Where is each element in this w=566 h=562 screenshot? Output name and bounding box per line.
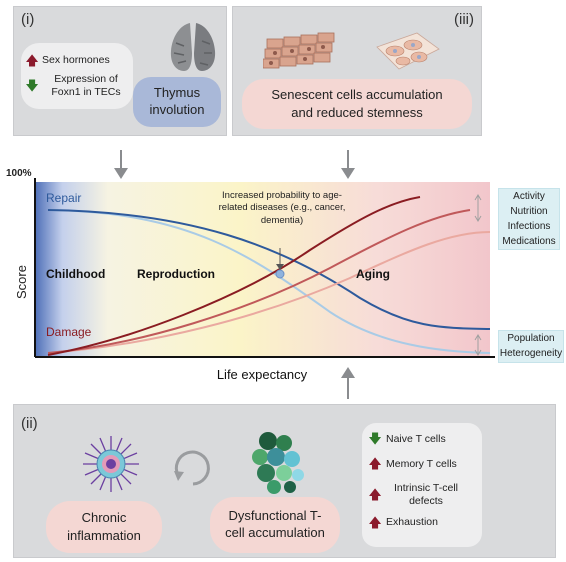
- arrow-up-icon: 🡅: [368, 486, 382, 502]
- arrow-up-icon: 🡅: [368, 456, 382, 472]
- arrow-up-icon: [341, 367, 355, 378]
- arrow-line-iii: [347, 150, 349, 170]
- repair-curve-dark: [47, 209, 491, 330]
- tcell-cluster-icon: [252, 432, 304, 494]
- modifier-nutrition: Nutrition: [510, 206, 548, 217]
- repair-label: Repair: [46, 191, 81, 205]
- tcell-factors-box: 🡇 Naive T cells 🡅 Memory T cells 🡅 Intri…: [362, 423, 482, 547]
- pointer-head-icon: [276, 264, 284, 270]
- intersection-point: [275, 269, 285, 279]
- stage-reproduction: Reproduction: [137, 267, 215, 281]
- damage-curve-mid: [47, 209, 471, 354]
- heterogeneity-label: Heterogeneity: [499, 348, 563, 359]
- panel-i-label: (i): [21, 11, 35, 28]
- senescence-pill: Senescent cells accumulation and reduced…: [242, 79, 472, 129]
- panel-tcell: (ii) Chronic inflammation Dysfunctional …: [13, 404, 556, 558]
- cycle-icon: [174, 450, 210, 486]
- modifiers-box: Activity Nutrition Infections Medication…: [498, 188, 560, 250]
- senescent-cells-icon: [376, 32, 440, 70]
- stage-childhood: Childhood: [46, 267, 105, 281]
- arrow-down-icon: 🡇: [25, 78, 39, 93]
- panel-senescence: (iii) Senescent cells accumulation and r…: [232, 6, 482, 136]
- tissue-cells-icon: [263, 32, 335, 69]
- modifier-infections: Infections: [507, 221, 551, 232]
- dysfunctional-tcell-pill: Dysfunctional T-cell accumulation: [210, 497, 340, 553]
- arrow-line-ii: [347, 377, 349, 399]
- arrow-down-icon: 🡇: [368, 431, 382, 446]
- damage-curve-dark: [47, 196, 421, 356]
- arrow-up-icon: 🡅: [368, 514, 382, 530]
- y-axis-title: Score: [14, 265, 29, 299]
- repair-curve-light: [47, 209, 491, 354]
- damage-curve-light: [47, 231, 491, 354]
- arrow-line-i: [120, 150, 122, 170]
- inflammation-cell-icon: [83, 436, 139, 492]
- thymus-factors-box: 🡅 Sex hormones 🡇 Expression of Foxn1 in …: [21, 43, 133, 109]
- factor-memory: 🡅 Memory T cells: [368, 456, 457, 472]
- arrow-down-icon: [341, 168, 355, 179]
- damage-label: Damage: [46, 325, 92, 339]
- modifier-medications: Medications: [502, 236, 556, 247]
- disease-annotation: Increased probability to age-related dis…: [218, 190, 346, 226]
- arrow-down-icon: [114, 168, 128, 179]
- variability-marker-bottom: [474, 334, 482, 356]
- panel-ii-label: (ii): [21, 415, 38, 432]
- chronic-inflammation-pill: Chronic inflammation: [46, 501, 162, 553]
- panel-thymus: (i) 🡅 Sex hormones 🡇 Expression of Foxn1…: [13, 6, 227, 136]
- arrow-up-icon: 🡅: [25, 52, 39, 68]
- variability-marker-top: [474, 194, 482, 222]
- factor-sex-hormones: 🡅 Sex hormones: [25, 52, 110, 68]
- factor-naive: 🡇 Naive T cells: [368, 431, 446, 446]
- stage-aging: Aging: [356, 267, 390, 281]
- factor-intrinsic: 🡅 Intrinsic T-cell defects: [368, 481, 458, 507]
- panel-iii-label: (iii): [454, 11, 474, 28]
- factor-exhaustion: 🡅 Exhaustion: [368, 514, 438, 530]
- life-expectancy-graph: 100% Score Repair Damage Childhood Repro…: [6, 168, 495, 382]
- thymus-icon: [170, 23, 216, 71]
- thymus-involution-pill: Thymus involution: [133, 77, 221, 127]
- graph-background: [35, 182, 490, 357]
- heterogeneity-box: Population Heterogeneity: [498, 330, 564, 363]
- factor-foxn1: 🡇 Expression of Foxn1 in TECs: [25, 73, 121, 99]
- y-axis-top-label: 100%: [6, 168, 32, 179]
- population-label: Population: [507, 333, 555, 344]
- x-axis-title: Life expectancy: [217, 367, 308, 382]
- modifier-activity: Activity: [513, 191, 545, 202]
